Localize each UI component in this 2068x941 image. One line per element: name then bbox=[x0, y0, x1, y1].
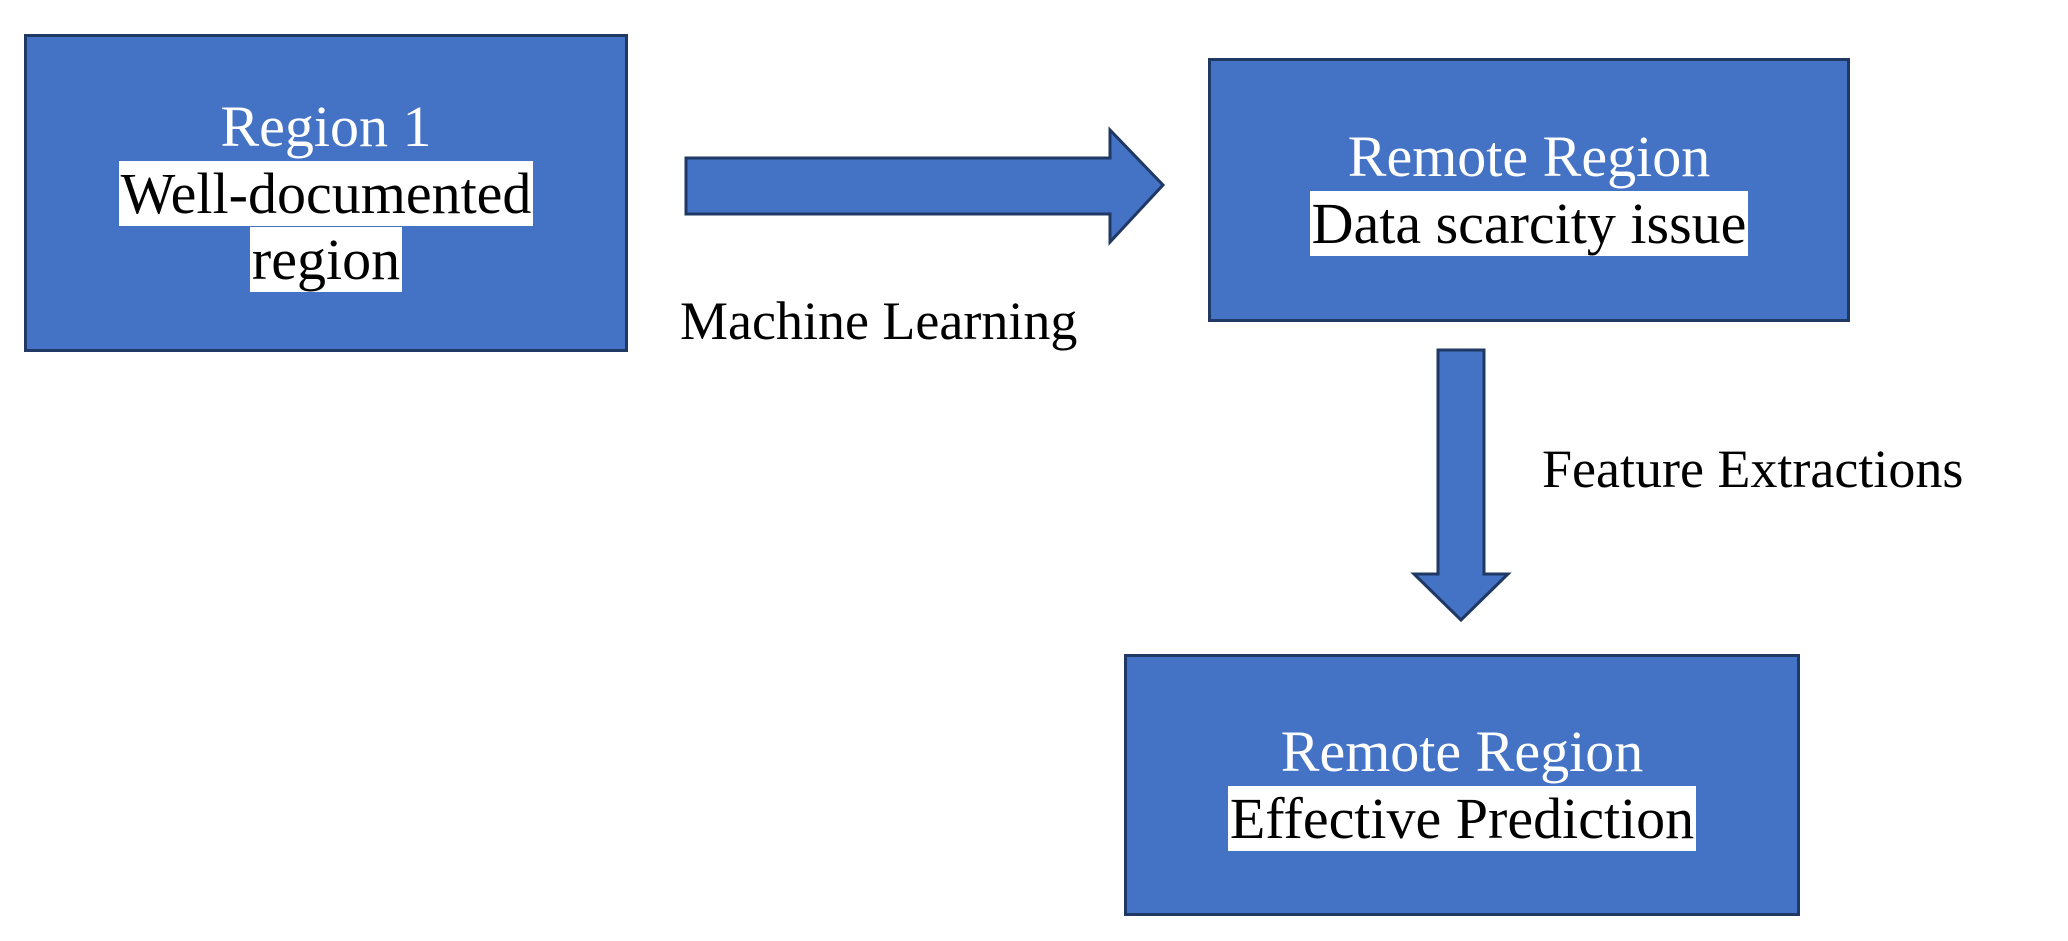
node-subtitle: Effective Prediction bbox=[1227, 786, 1697, 852]
node-subtitle-line: Effective Prediction bbox=[1227, 786, 1697, 851]
down-arrow-icon bbox=[1410, 348, 1512, 623]
node-subtitle-line: Data scarcity issue bbox=[1309, 191, 1749, 256]
node-subtitle: Data scarcity issue bbox=[1309, 191, 1749, 257]
node-remote-region-scarcity: Remote Region Data scarcity issue bbox=[1208, 58, 1850, 322]
node-subtitle-line: Well-documented bbox=[118, 161, 534, 226]
node-subtitle-line: region bbox=[249, 227, 403, 292]
node-title: Remote Region bbox=[1347, 124, 1711, 189]
node-subtitle: Well-documented region bbox=[118, 161, 534, 293]
node-remote-region-prediction: Remote Region Effective Prediction bbox=[1124, 654, 1800, 916]
node-title: Remote Region bbox=[1280, 719, 1644, 784]
node-region-1: Region 1 Well-documented region bbox=[24, 34, 628, 352]
edge-label-machine-learning: Machine Learning bbox=[680, 291, 1078, 351]
node-title: Region 1 bbox=[220, 94, 432, 159]
right-arrow-icon bbox=[684, 126, 1166, 246]
edge-label-feature-extractions: Feature Extractions bbox=[1542, 439, 1964, 499]
